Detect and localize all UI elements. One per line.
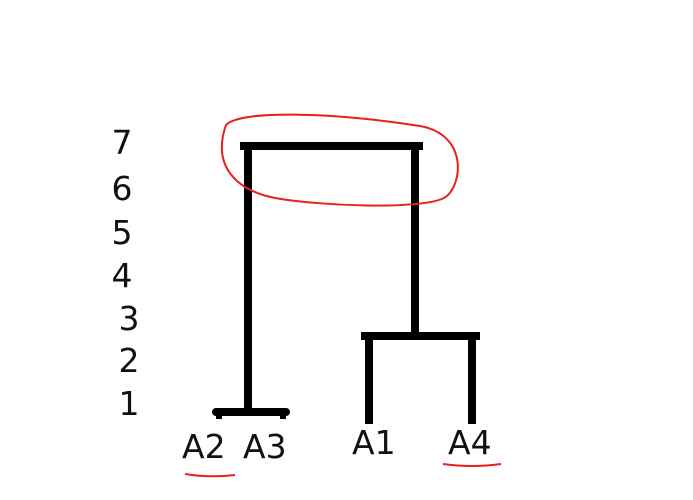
- scale-label-3: 3: [118, 299, 140, 338]
- scale-label-1: 1: [118, 384, 140, 423]
- scale-label-5: 5: [111, 213, 133, 252]
- scale-label-6: 6: [111, 169, 133, 208]
- leaf-label-a2: A2: [182, 427, 226, 466]
- leaf-label-a1: A1: [352, 423, 396, 462]
- leaf-label-a3: A3: [243, 427, 287, 466]
- highlight-ellipse: [220, 113, 459, 207]
- a2-underline: [184, 473, 236, 478]
- a4-underline: [442, 463, 502, 467]
- scale-label-4: 4: [111, 256, 133, 295]
- leaf-label-a4: A4: [448, 423, 492, 462]
- scale-label-7: 7: [111, 123, 133, 162]
- scale-label-2: 2: [118, 341, 140, 380]
